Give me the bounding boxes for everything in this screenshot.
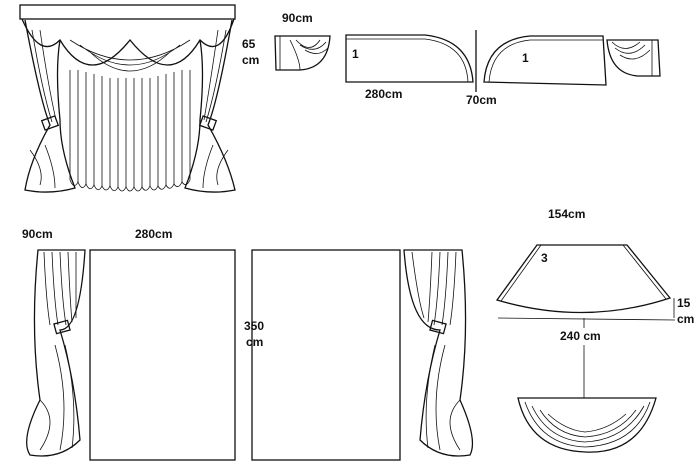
piece-3-label: 3 bbox=[541, 251, 548, 265]
swag-fan-illustration bbox=[517, 345, 657, 453]
panel-height-unit: cm bbox=[246, 335, 263, 349]
piece-3-top-width: 154cm bbox=[548, 207, 585, 221]
piece-1-right-label: 1 bbox=[522, 51, 529, 65]
side-curtain-right bbox=[403, 249, 474, 457]
swag-piece-right bbox=[606, 39, 661, 77]
full-curtain-illustration bbox=[19, 4, 236, 193]
main-panel-right bbox=[251, 249, 401, 461]
piece-3-bottom-width: 240 cm bbox=[560, 329, 601, 343]
swag-piece-left bbox=[274, 35, 331, 71]
panel-height-value: 350 bbox=[244, 319, 264, 333]
piece-1-left bbox=[345, 34, 474, 83]
piece-1-right bbox=[483, 35, 607, 86]
valance-height-unit: cm bbox=[242, 53, 259, 67]
piece-3-drop-value: 15 bbox=[677, 296, 691, 310]
valance-height-value: 65 bbox=[242, 37, 256, 51]
side-curtain-left bbox=[26, 249, 86, 457]
piece-3-drop-unit: cm bbox=[677, 312, 694, 326]
piece-1-center: 70cm bbox=[466, 93, 497, 107]
side-panel-width: 90cm bbox=[22, 227, 53, 241]
main-panel-width: 280cm bbox=[135, 227, 172, 241]
piece-1-length: 280cm bbox=[365, 87, 402, 101]
swag-width-label: 90cm bbox=[282, 11, 313, 25]
piece-1-left-label: 1 bbox=[352, 47, 359, 61]
piece-3 bbox=[495, 244, 676, 328]
main-panel-left bbox=[89, 249, 236, 461]
